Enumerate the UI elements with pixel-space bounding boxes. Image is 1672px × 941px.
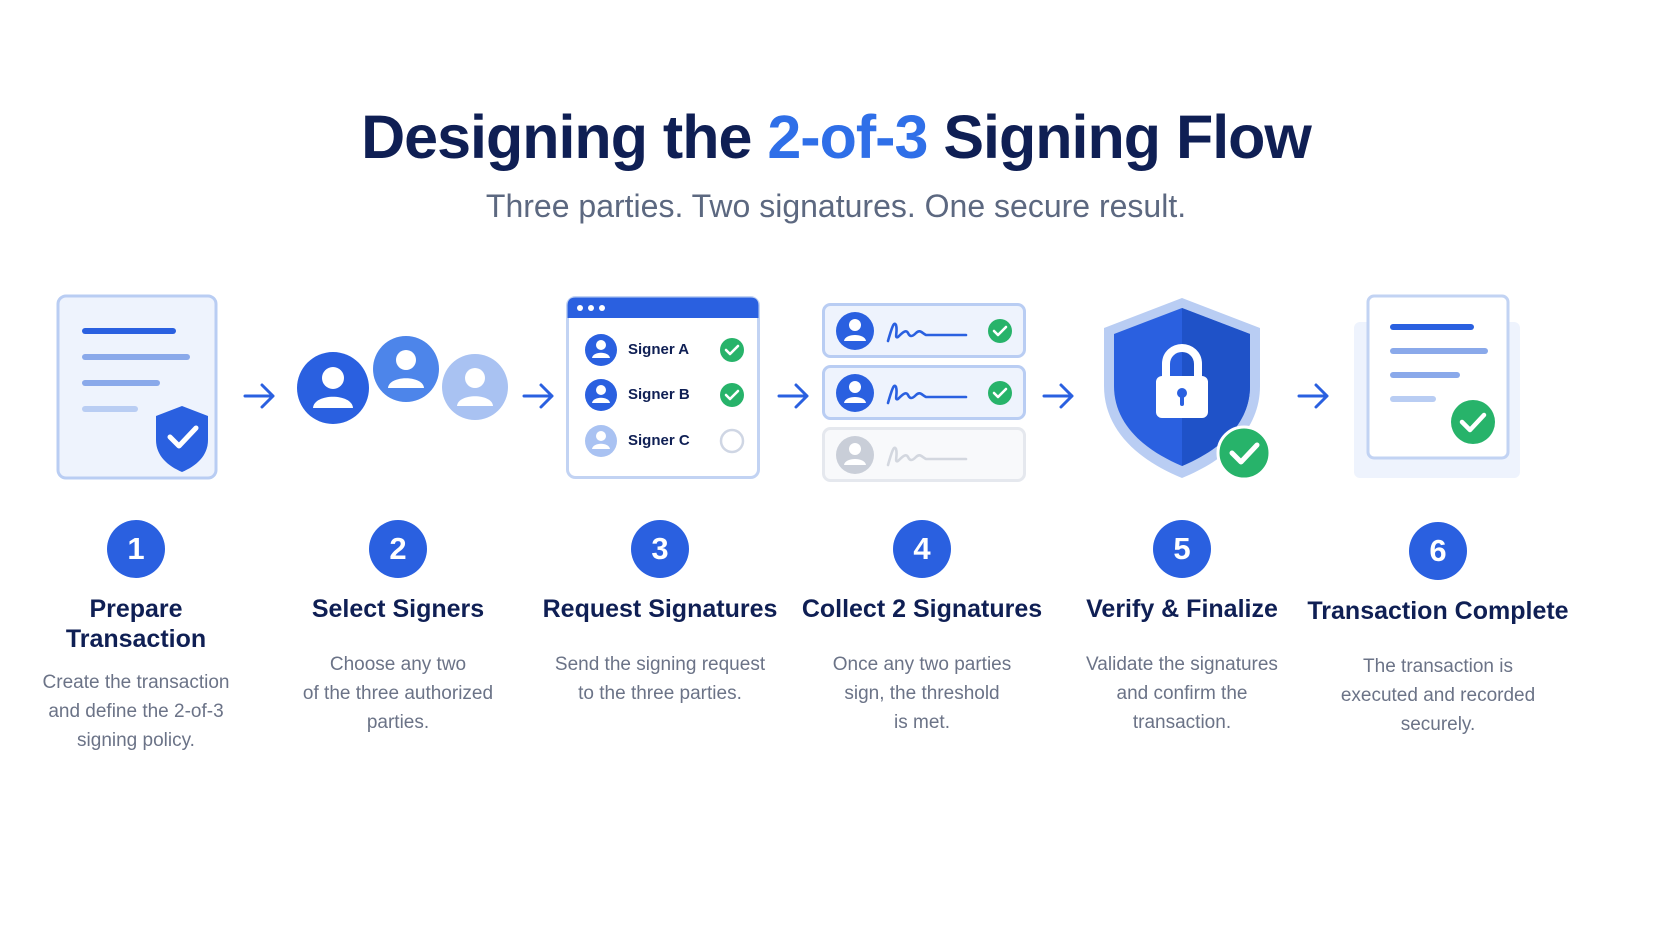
arrow-right-icon (1297, 383, 1329, 409)
step-title-line: Prepare (89, 595, 183, 623)
step-title-line: Collect 2 Signatures (801, 595, 1043, 623)
step-desc-line: and define the 2-of-3 (48, 701, 224, 722)
step-number-badge: 2 (369, 520, 427, 578)
step-2: 2 Select Signers Choose any two of the t… (268, 520, 528, 737)
step-description: Create the transaction and define the 2-… (6, 668, 266, 755)
step-title-line: Verify & Finalize (1086, 595, 1278, 623)
signer-a-label: Signer A (628, 341, 690, 358)
step-title-line: Transaction Complete (1307, 597, 1569, 625)
step-title: Transaction Complete (1298, 596, 1578, 626)
signer-c-label: Signer C (628, 432, 690, 449)
title-prefix: Designing the (361, 103, 768, 171)
step-description: Send the signing request to the three pa… (530, 650, 790, 708)
step-description: Validate the signatures and confirm the … (1052, 650, 1312, 737)
title-suffix: Signing Flow (927, 103, 1312, 171)
step-desc-line: to the three parties. (578, 683, 742, 704)
step-desc-line: Send the signing request (554, 654, 766, 675)
step-title-line: Select Signers (311, 595, 485, 623)
step-number-badge: 3 (631, 520, 689, 578)
step-title-line: Transaction (65, 625, 207, 653)
document-shield-icon (56, 294, 218, 480)
signer-checklist-icon: Signer A Signer B Signer C (566, 296, 760, 479)
step-desc-line: sign, the threshold (844, 683, 1000, 704)
arrow-right-icon (1042, 383, 1074, 409)
step-desc-line: signing policy. (77, 730, 195, 751)
title-accent: 2-of-3 (767, 103, 928, 171)
step-desc-line: and confirm the (1116, 683, 1248, 704)
step-title-line: Request Signatures (542, 595, 778, 623)
step-desc-line: securely. (1400, 714, 1476, 735)
step-desc-line: is met. (894, 712, 950, 733)
page-subtitle: Three parties. Two signatures. One secur… (485, 188, 1187, 224)
step-desc-line: Validate the signatures (1086, 654, 1278, 675)
step-description: Choose any two of the three authorized p… (268, 650, 528, 737)
step-number-badge: 4 (893, 520, 951, 578)
step-desc-line: parties. (366, 712, 430, 733)
step-1: 1 Prepare Transaction Create the transac… (6, 520, 266, 755)
step-title: Select Signers (268, 594, 528, 624)
step-description: Once any two parties sign, the threshold… (792, 650, 1052, 737)
step-3: 3 Request Signatures Send the signing re… (530, 520, 790, 708)
page-title: Designing the 2-of-3 Signing Flow (0, 102, 1672, 172)
step-desc-line: Once any two parties (832, 654, 1012, 675)
step-desc-line: of the three authorized (302, 683, 494, 704)
step-number-badge: 5 (1153, 520, 1211, 578)
arrow-right-icon (243, 383, 275, 409)
step-desc-line: transaction. (1132, 712, 1232, 733)
step-title: Prepare Transaction (6, 594, 266, 654)
signer-c-avatar-icon (585, 425, 617, 457)
arrow-right-icon (777, 383, 809, 409)
step-6: 6 Transaction Complete The transaction i… (1298, 522, 1578, 739)
step-4: 4 Collect 2 Signatures Once any two part… (792, 520, 1052, 737)
signer-b-avatar-icon (585, 379, 617, 411)
step-5: 5 Verify & Finalize Validate the signatu… (1052, 520, 1312, 737)
arrow-right-icon (522, 383, 554, 409)
step-desc-line: Choose any two (329, 654, 467, 675)
signer-a-avatar-icon (585, 334, 617, 366)
step-number-badge: 1 (107, 520, 165, 578)
step-desc-line: Create the transaction (42, 672, 230, 693)
step-title: Verify & Finalize (1052, 594, 1312, 624)
step-number-badge: 6 (1409, 522, 1467, 580)
signature-cards-icon (822, 303, 1026, 482)
step-title: Request Signatures (530, 594, 790, 624)
step-description: The transaction is executed and recorded… (1298, 652, 1578, 739)
step-desc-line: The transaction is (1363, 656, 1513, 677)
document-check-icon (1354, 294, 1520, 478)
shield-lock-icon (1104, 298, 1272, 481)
users-group-icon (297, 336, 508, 424)
step-desc-line: executed and recorded (1340, 685, 1536, 706)
step-title: Collect 2 Signatures (792, 594, 1052, 624)
signer-b-label: Signer B (628, 386, 690, 403)
